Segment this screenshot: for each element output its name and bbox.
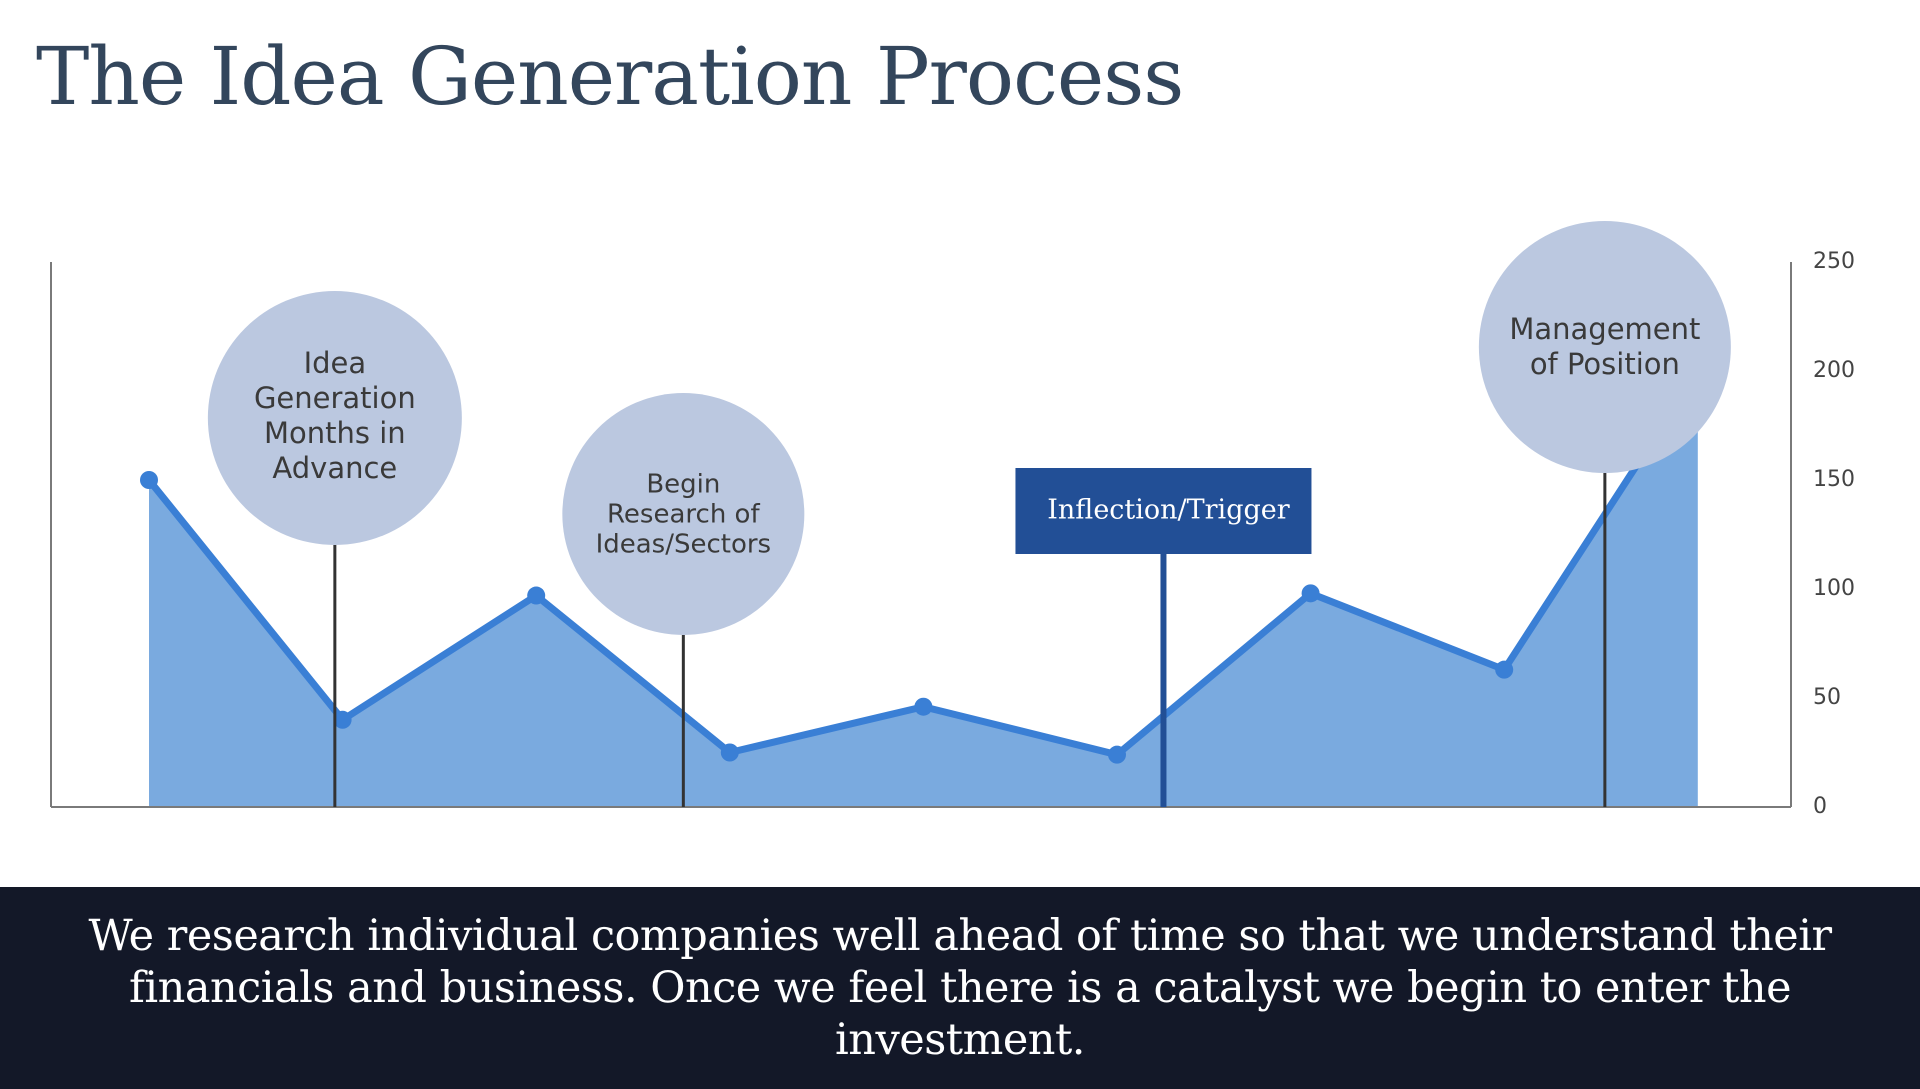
data-point xyxy=(1108,745,1126,764)
data-point xyxy=(140,471,158,489)
annotation-label: Idea xyxy=(304,346,367,380)
annotation-label: of Position xyxy=(1530,347,1680,381)
annotation-label: Advance xyxy=(272,451,397,485)
annotation-bubble xyxy=(207,291,462,545)
trigger-box xyxy=(1015,468,1312,554)
footer-banner: We research individual companies well ah… xyxy=(0,887,1920,1089)
data-point xyxy=(1495,660,1514,679)
y-tick-label: 50 xyxy=(1813,685,1841,710)
annotation-label: Generation xyxy=(254,381,416,415)
annotation-bubble xyxy=(1478,221,1731,473)
annotation-label: Ideas/Sectors xyxy=(596,530,772,560)
data-point xyxy=(527,586,546,605)
annotation-label: Management xyxy=(1509,312,1700,346)
data-point xyxy=(914,697,933,716)
area-layer xyxy=(149,371,1698,807)
data-point xyxy=(333,710,352,729)
y-tick-label: 200 xyxy=(1813,358,1855,383)
annotation-box: Inflection/Trigger xyxy=(1015,468,1312,807)
data-point xyxy=(720,743,739,762)
area-fill xyxy=(149,371,1698,807)
trigger-label: Inflection/Trigger xyxy=(1047,495,1289,526)
annotation-label: Months in xyxy=(264,416,406,450)
slide-title: The Idea Generation Process xyxy=(36,30,1184,123)
footer-text: We research individual companies well ah… xyxy=(88,911,1832,1065)
annotation-label: Research of xyxy=(607,500,760,530)
annotation-bubble xyxy=(562,393,805,635)
y-tick-label: 150 xyxy=(1813,467,1855,492)
y-tick-label: 0 xyxy=(1813,794,1827,819)
axis-layer: 0 50 100 150 200 250 xyxy=(50,249,1855,819)
y-tick-label: 100 xyxy=(1813,576,1855,601)
data-point xyxy=(1301,584,1320,603)
annotation-label: Begin xyxy=(646,470,720,500)
y-tick-label: 250 xyxy=(1813,249,1855,274)
